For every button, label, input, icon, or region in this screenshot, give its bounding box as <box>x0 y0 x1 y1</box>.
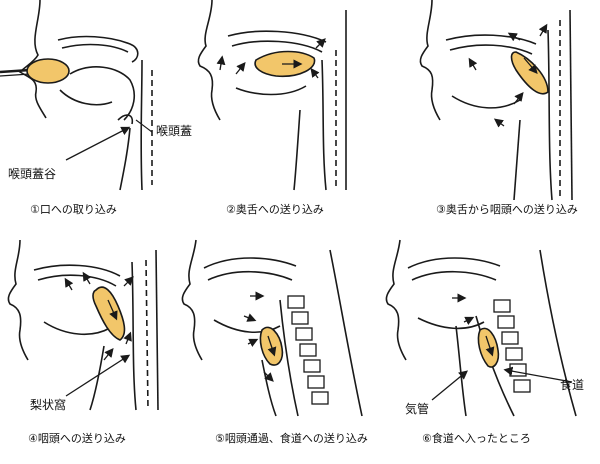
panel-6-caption: ⑥食道へ入ったところ <box>422 432 531 445</box>
panel-1-caption: ①口への取り込み <box>30 203 117 216</box>
panel-6-esophagus-pointer <box>503 366 573 383</box>
panel-5-arrows <box>243 291 277 382</box>
panel-4-arrows <box>64 271 134 361</box>
epiglottis-label: 喉頭蓋 <box>156 124 193 138</box>
panel-1-epiglottis-pointer <box>135 119 153 133</box>
panel-2-caption: ②奥舌への送り込み <box>226 203 324 216</box>
esophagus-label: 食道 <box>560 378 585 392</box>
panel-1-bolus <box>26 58 70 84</box>
panel-1-vallecula-pointer <box>65 126 131 161</box>
panel-3-arrows <box>468 23 548 128</box>
panel-6-trachea-pointer <box>431 370 469 401</box>
panel-6-bolus <box>477 327 500 368</box>
trachea-label: 気管 <box>405 402 430 416</box>
vallecula-label: 喉頭蓋谷 <box>8 167 57 181</box>
panel-4-to-pharynx <box>7 239 159 411</box>
panel-3-bolus <box>510 51 549 95</box>
panel-1-oral-intake <box>0 0 153 191</box>
panel-4-bolus <box>92 286 126 341</box>
panel-5-pharyngeal-passage <box>181 239 363 417</box>
panel-4-pyriform-pointer <box>65 354 131 397</box>
panel-2-arrows <box>216 38 326 79</box>
panel-2-to-back-of-tongue <box>197 0 347 191</box>
panel-3-caption: ③奥舌から咽頭への送り込み <box>436 203 578 216</box>
pyriform-sinus-label: 梨状窩 <box>30 398 67 412</box>
panel-6-entered-esophagus <box>385 239 577 417</box>
panel-3-back-of-tongue-to-pharynx <box>419 0 573 201</box>
panel-6-arrows <box>452 293 495 357</box>
panel-5-caption: ⑤咽頭通過、食道への送り込み <box>215 432 368 445</box>
panel-4-caption: ④咽頭への送り込み <box>28 432 126 445</box>
